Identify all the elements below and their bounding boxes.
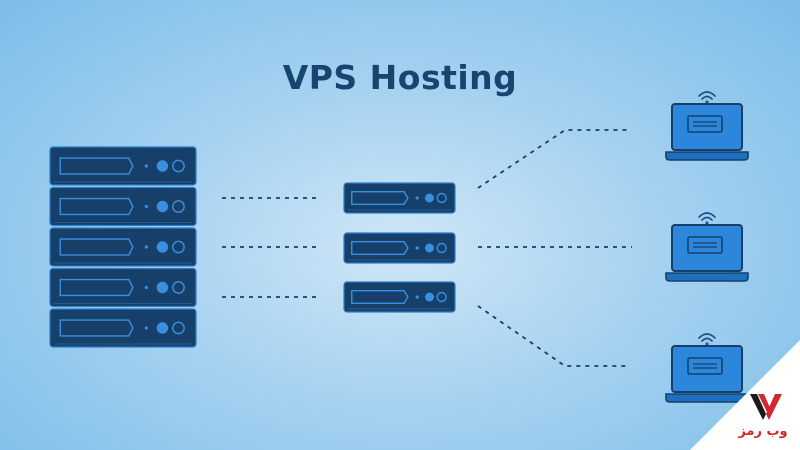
wifi-dot	[705, 100, 709, 104]
screen-window	[687, 236, 723, 254]
power-button	[424, 292, 434, 302]
server-panel	[49, 186, 197, 227]
rack-unit	[49, 267, 197, 308]
client-laptop-2	[665, 212, 749, 282]
virtual-server-3	[343, 281, 456, 313]
wifi-arc-inner	[701, 95, 713, 100]
reset-button	[172, 200, 185, 213]
wifi-arc-outer	[698, 333, 716, 339]
physical-server-stack	[49, 146, 197, 348]
power-button	[156, 322, 169, 334]
laptop-base	[665, 272, 749, 282]
status-led	[144, 326, 148, 330]
wifi-icon	[698, 91, 716, 104]
status-led	[144, 285, 148, 290]
power-button	[156, 160, 169, 172]
laptop-screen	[671, 103, 743, 151]
server-panel	[343, 182, 456, 214]
logo-text: وب رمز	[738, 424, 788, 439]
drive-bay	[351, 240, 409, 256]
laptop-screen	[671, 345, 743, 393]
drive-bay	[59, 197, 134, 216]
wifi-icon	[698, 333, 716, 346]
power-button	[424, 193, 434, 203]
wifi-arc-inner	[701, 216, 713, 221]
wifi-dot	[705, 221, 709, 225]
virtual-server-panel	[343, 281, 456, 313]
wifi-arc-outer	[698, 91, 716, 97]
drive-bay	[351, 190, 409, 206]
server-panel	[49, 227, 197, 267]
drive-bay	[59, 157, 134, 175]
logo-icon	[750, 394, 782, 420]
server-panel	[343, 232, 456, 264]
power-button	[424, 243, 434, 253]
client-laptop-3	[665, 333, 749, 403]
server-panel	[49, 267, 197, 308]
diagram-title: VPS Hosting	[282, 58, 518, 97]
reset-button	[172, 159, 185, 173]
reset-button	[436, 291, 447, 303]
reset-button	[436, 192, 447, 204]
nodes	[49, 91, 749, 403]
drive-bay	[59, 278, 134, 297]
edges	[222, 129, 632, 367]
laptop-screen	[671, 224, 743, 272]
wifi-icon	[698, 212, 716, 225]
wifi-arc-outer	[698, 212, 716, 218]
server-panel	[49, 146, 197, 186]
connection-line-6	[477, 305, 630, 367]
connection-line-4	[477, 129, 630, 189]
rack-unit	[49, 227, 197, 267]
reset-button	[172, 240, 185, 254]
wifi-arc-inner	[701, 337, 713, 342]
power-button	[156, 200, 169, 213]
power-button	[156, 241, 169, 253]
virtual-server-2	[343, 232, 456, 264]
virtual-server-1	[343, 182, 456, 214]
rack-unit	[49, 146, 197, 186]
virtual-server-panel	[343, 182, 456, 214]
rack-unit	[49, 308, 197, 348]
rack-unit	[49, 186, 197, 227]
status-led	[144, 245, 148, 249]
server-panel	[49, 308, 197, 348]
screen-window	[687, 357, 723, 375]
screen-window	[687, 115, 723, 133]
reset-button	[172, 281, 185, 294]
status-led	[415, 246, 419, 250]
status-led	[144, 164, 148, 168]
laptop-base	[665, 151, 749, 161]
status-led	[415, 196, 419, 200]
power-button	[156, 281, 169, 294]
status-led	[144, 204, 148, 209]
status-led	[415, 295, 419, 299]
drive-bay	[59, 238, 134, 256]
wifi-dot	[705, 342, 709, 346]
virtual-server-panel	[343, 232, 456, 264]
client-laptop-1	[665, 91, 749, 161]
drive-bay	[351, 290, 409, 304]
reset-button	[172, 321, 185, 335]
server-panel	[343, 281, 456, 313]
laptop-base	[665, 393, 749, 403]
drive-bay	[59, 319, 134, 337]
reset-button	[436, 242, 447, 254]
